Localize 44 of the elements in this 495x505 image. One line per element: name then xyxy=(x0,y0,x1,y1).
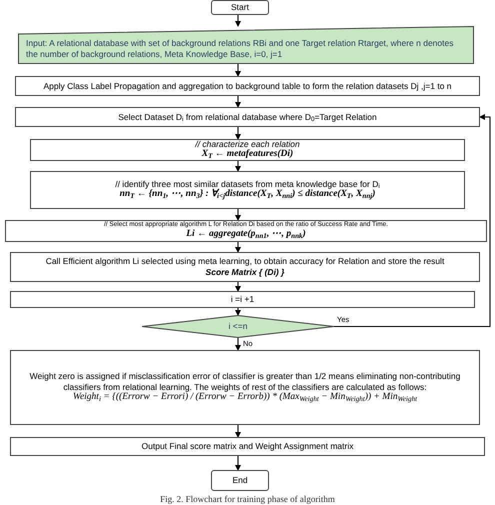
process-box xyxy=(10,350,480,425)
arrow xyxy=(235,424,241,438)
formula-text: Weight$_{i}$ = {((Errorw − Errori) / (Errorw − Errorb)) * (Max$_{Weight}$ − Min$_{Weight}$)) + Min$_{Weight}$ xyxy=(72,392,418,404)
process-box xyxy=(10,437,485,456)
arrow xyxy=(235,282,241,292)
end-terminal xyxy=(211,470,269,491)
step-text: Apply Class Label Propagation and aggregation to background table to form the relation datasets Dj ,j=1 to n xyxy=(43,80,452,92)
input-box xyxy=(18,26,474,64)
step-text: Select Dataset D$_{i}$ from relational database where D$_{0}$=Target Relation xyxy=(118,112,377,122)
arrow xyxy=(235,126,241,140)
process-box xyxy=(30,171,465,209)
start-terminal xyxy=(211,0,269,15)
step-text: End xyxy=(232,475,248,486)
step-text: Call Efficient algorithm Li selected using meta learning, to obtain accuracy for Relation and store the result xyxy=(46,256,444,267)
arrow xyxy=(235,14,241,27)
arrow xyxy=(235,96,241,108)
process-box xyxy=(15,76,480,96)
step-text: Input: A relational database with set of background relations RBi and one Target relation Rtarget, where n denotes the number of background relations, Meta Knowledge Base, i=0, j=1 xyxy=(26,37,454,60)
step-text: Weight zero is assigned if misclassification error of classifier is greater than 1/2 means eliminating non-contributing classifiers from relational learning. The weights of rest of the classifiers are calculated as follows: xyxy=(28,370,462,392)
process-box xyxy=(10,291,475,308)
step-text: Start xyxy=(231,2,249,13)
arrow xyxy=(235,338,241,351)
step-text: i <=n xyxy=(228,321,248,332)
formula-text: X$_{T}$ ← metafeatures(Di) xyxy=(202,149,294,162)
step-text: i =i +1 xyxy=(230,294,254,305)
step-text: // characterize each relation xyxy=(195,138,300,149)
step-text: Score Matrix { (Di) } xyxy=(206,267,284,278)
formula-text: Li ← aggregate(p$_{nn1}$, ⋯, p$_{nnk}$) xyxy=(186,229,306,241)
step-text: Output Final score matrix and Weight Assignment matrix xyxy=(142,441,354,452)
arrow xyxy=(235,160,241,172)
process-box xyxy=(10,252,480,282)
arrow xyxy=(235,456,241,471)
process-box xyxy=(5,220,487,242)
formula-text: nn$_{T}$ ← {nn$_{1}$, ⋯, nn$_{3}$} : ∀$_{i<j}$distance(X$_{T}$, X$_{nni}$) ≤ distance(X$_{T}$, X$_{nnj}$) xyxy=(120,189,376,202)
figure-caption: Fig. 2. Flowchart for training phase of algorithm xyxy=(159,493,336,505)
arrow xyxy=(235,64,241,77)
process-box xyxy=(15,107,480,127)
step-text: // identify three most similar datasets from meta knowledge base for D$_{i}$ xyxy=(115,178,380,190)
arrow xyxy=(334,114,490,327)
arrow xyxy=(235,242,241,253)
arrow xyxy=(235,208,241,221)
decision-diamond xyxy=(142,315,334,338)
process-box xyxy=(30,139,465,161)
arrow xyxy=(235,308,241,316)
